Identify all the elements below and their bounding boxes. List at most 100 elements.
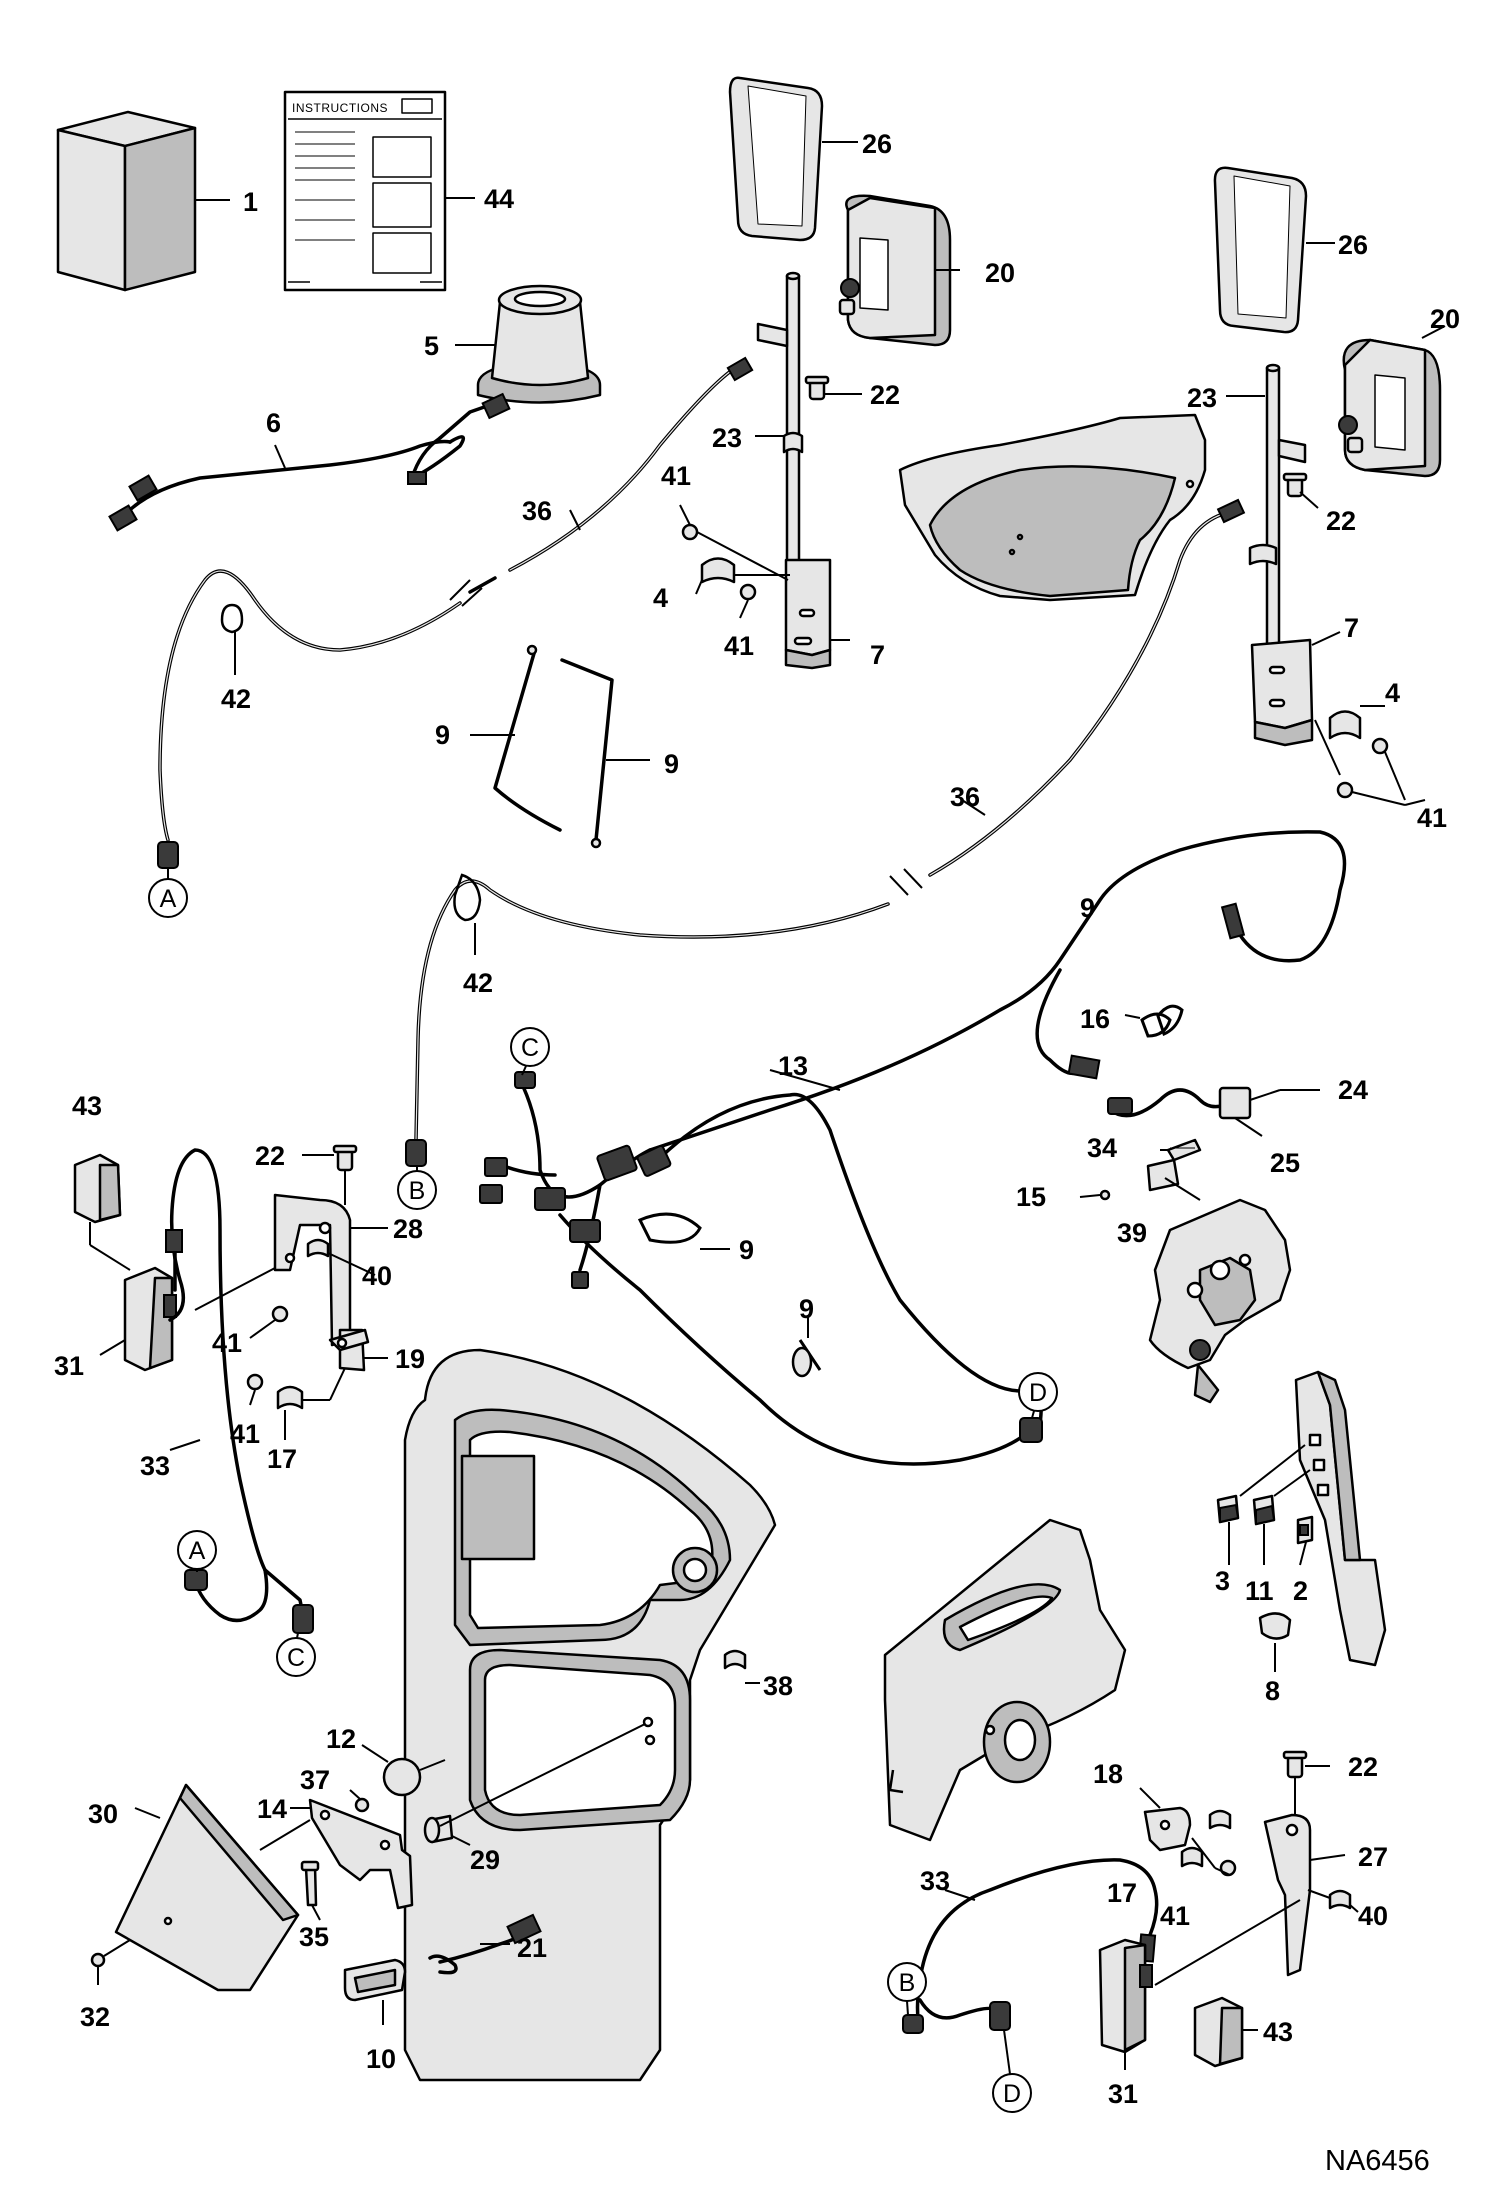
connector-marker-b-lower: B <box>887 1962 927 2016</box>
callout-9e: 9 <box>799 1294 814 1324</box>
callout-41a: 41 <box>661 461 691 491</box>
part-44-instructions: INSTRUCTIONS <box>283 90 475 292</box>
connector-a-upper-label: A <box>160 885 177 913</box>
callout-23a: 23 <box>712 423 742 453</box>
callout-41e: 41 <box>230 1419 260 1449</box>
callout-7a: 7 <box>870 640 885 670</box>
callout-9d: 9 <box>739 1235 754 1265</box>
callout-41d: 41 <box>212 1328 242 1358</box>
callout-31a: 31 <box>54 1351 84 1381</box>
callout-39: 39 <box>1117 1218 1147 1248</box>
callout-26b: 26 <box>1338 230 1368 260</box>
light-assembly-left <box>679 76 960 670</box>
document-id: NA6456 <box>1325 2145 1430 2177</box>
callout-18: 18 <box>1093 1759 1123 1789</box>
callout-20b: 20 <box>1430 304 1460 334</box>
callout-8: 8 <box>1265 1676 1280 1706</box>
callout-13: 13 <box>778 1051 808 1081</box>
callout-22c: 22 <box>255 1141 285 1171</box>
part-9-ties-upper <box>470 644 650 849</box>
relay-assembly-left <box>73 1144 388 1634</box>
callout-35: 35 <box>299 1922 329 1952</box>
callout-20a: 20 <box>985 258 1015 288</box>
callout-37: 37 <box>300 1765 330 1795</box>
part-5-beacon <box>455 284 602 404</box>
callout-23b: 23 <box>1187 383 1217 413</box>
callout-28: 28 <box>393 1214 423 1244</box>
connector-marker-d-lower: D <box>992 2029 1032 2113</box>
callout-4a: 4 <box>653 583 668 613</box>
instructions-title: INSTRUCTIONS <box>292 101 388 115</box>
connector-c-lower-label: C <box>287 1644 305 1672</box>
cab-panel-top <box>898 413 1207 602</box>
callout-3: 3 <box>1215 1566 1230 1596</box>
callout-6: 6 <box>266 408 281 438</box>
part-6-harness <box>108 392 511 532</box>
light-assembly-right <box>1213 166 1446 806</box>
connector-marker-b-upper: B <box>397 1166 437 1210</box>
part-9-tie-c <box>637 1212 730 1250</box>
callout-42a: 42 <box>221 684 251 714</box>
part-13-harness <box>479 830 1347 1466</box>
callout-labels: 1 44 5 6 26 20 22 23 41 36 4 41 7 42 9 9… <box>54 129 1460 2109</box>
relay-assembly-right <box>902 1750 1359 2070</box>
connector-c-upper-label: C <box>521 1034 539 1062</box>
callout-27: 27 <box>1358 1842 1388 1872</box>
callout-44: 44 <box>484 184 514 214</box>
callout-16: 16 <box>1080 1004 1110 1034</box>
callout-19: 19 <box>395 1344 425 1374</box>
callout-11: 11 <box>1245 1576 1274 1606</box>
callout-43b: 43 <box>1263 2017 1293 2047</box>
connector-marker-c-lower: C <box>276 1632 316 1677</box>
callout-40b: 40 <box>1358 1901 1388 1931</box>
callout-30: 30 <box>88 1799 118 1829</box>
callout-9c: 9 <box>1080 893 1095 923</box>
part-1-box <box>56 110 230 292</box>
callout-29: 29 <box>470 1845 500 1875</box>
part-9-tie-d <box>791 1315 822 1378</box>
callout-26a: 26 <box>862 129 892 159</box>
callout-14: 14 <box>257 1794 287 1824</box>
callout-12: 12 <box>326 1724 356 1754</box>
callout-41c: 41 <box>1417 803 1447 833</box>
callout-10: 10 <box>366 2044 396 2074</box>
callout-22a: 22 <box>870 380 900 410</box>
callout-5: 5 <box>424 331 439 361</box>
callout-34: 34 <box>1087 1133 1117 1163</box>
connector-b-upper-label: B <box>409 1177 426 1205</box>
callout-17b: 17 <box>1107 1878 1137 1908</box>
connector-d-upper-label: D <box>1029 1379 1047 1407</box>
latch-assembly <box>1079 1004 1320 1404</box>
callout-21: 21 <box>517 1933 547 1963</box>
callout-43a: 43 <box>72 1091 102 1121</box>
connector-marker-a-upper: A <box>148 868 188 918</box>
connector-marker-a-lower: A <box>177 1530 217 1572</box>
callout-24: 24 <box>1338 1075 1368 1105</box>
callout-25: 25 <box>1270 1148 1300 1178</box>
connector-a-lower-label: A <box>189 1537 206 1565</box>
lower-left-parts <box>90 1649 760 2025</box>
callout-2: 2 <box>1293 1576 1308 1606</box>
connector-b-lower-label: B <box>899 1969 916 1997</box>
callout-22d: 22 <box>1348 1752 1378 1782</box>
callout-9b: 9 <box>664 749 679 779</box>
callout-31b: 31 <box>1108 2079 1138 2109</box>
callout-17a: 17 <box>267 1444 297 1474</box>
callout-32: 32 <box>80 2002 110 2032</box>
callout-41b: 41 <box>724 631 754 661</box>
callout-7b: 7 <box>1344 613 1359 643</box>
part-36-harness-lower <box>405 498 1246 1167</box>
switch-rail <box>1216 1370 1387 1672</box>
callout-42b: 42 <box>463 968 493 998</box>
connector-marker-d-upper: D <box>1018 1372 1058 1419</box>
callout-41f: 41 <box>1160 1901 1190 1931</box>
callout-33a: 33 <box>140 1451 170 1481</box>
callout-38: 38 <box>763 1671 793 1701</box>
callout-9a: 9 <box>435 720 450 750</box>
callout-15: 15 <box>1016 1182 1046 1212</box>
callout-40a: 40 <box>362 1261 392 1291</box>
cab-panel-lower <box>883 1518 1127 1842</box>
connector-d-lower-label: D <box>1003 2080 1021 2108</box>
callout-36a: 36 <box>522 496 552 526</box>
